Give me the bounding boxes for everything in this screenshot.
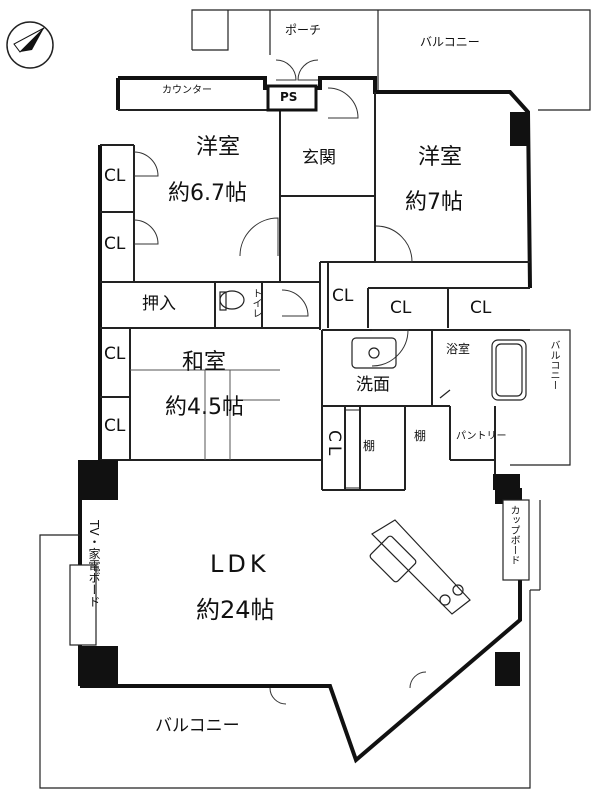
ldk-name: LDK <box>210 550 270 578</box>
japanese-room-name: 和室 <box>182 350 227 375</box>
washroom-label: 洗面 <box>356 375 390 395</box>
shelf-label-1: 棚 <box>363 439 376 453</box>
balcony-top-label: バルコニー <box>420 35 480 49</box>
shelf-label-2: 棚 <box>414 429 427 443</box>
tv-board-label: TV・家電ボード <box>87 520 101 608</box>
ps-box <box>266 84 318 112</box>
balcony-bottom-outline <box>39 500 541 789</box>
cl-label-8: CL <box>324 430 344 460</box>
cl-label-7: CL <box>104 416 126 436</box>
cl-label-4: CL <box>390 298 412 318</box>
toilet-label: トイレ <box>250 288 261 318</box>
counter-label: カウンター <box>162 85 212 96</box>
cl-label-3: CL <box>332 286 354 306</box>
oshiire-label: 押入 <box>142 294 176 314</box>
balcony-top-outline <box>191 9 591 111</box>
bath-label: 浴室 <box>446 342 471 356</box>
porch-label: ポーチ <box>285 23 322 37</box>
western-room-1-size: 約6.7帖 <box>168 181 247 206</box>
tatami-mats <box>130 369 280 460</box>
cl-label-2: CL <box>104 234 126 254</box>
cupboard-label: カップボード <box>508 505 519 565</box>
western-room-2-size: 約7帖 <box>405 190 463 215</box>
balcony-bottom-label: バルコニー <box>155 716 240 736</box>
pantry-label: パントリー <box>456 431 507 442</box>
tv-board-unit <box>69 564 97 646</box>
outer-walls <box>78 76 532 764</box>
balcony-right-outline <box>510 329 571 466</box>
door-swings <box>133 59 427 705</box>
fixtures <box>219 290 527 615</box>
cl-label-1: CL <box>104 166 126 186</box>
ps-label: PS <box>280 90 298 104</box>
cl-label-5: CL <box>470 298 492 318</box>
western-room-2-name: 洋室 <box>418 145 463 170</box>
structural-columns <box>80 112 530 686</box>
balcony-right-label: バルコニー <box>548 340 559 390</box>
entrance-label: 玄関 <box>302 148 336 168</box>
shelf-unit <box>344 409 361 489</box>
ldk-size: 約24帖 <box>196 596 275 624</box>
western-room-1-name: 洋室 <box>196 135 241 160</box>
north-compass-icon <box>6 21 54 69</box>
cl-label-6: CL <box>104 344 126 364</box>
japanese-room-size: 約4.5帖 <box>165 395 244 420</box>
cupboard-unit <box>502 499 530 581</box>
